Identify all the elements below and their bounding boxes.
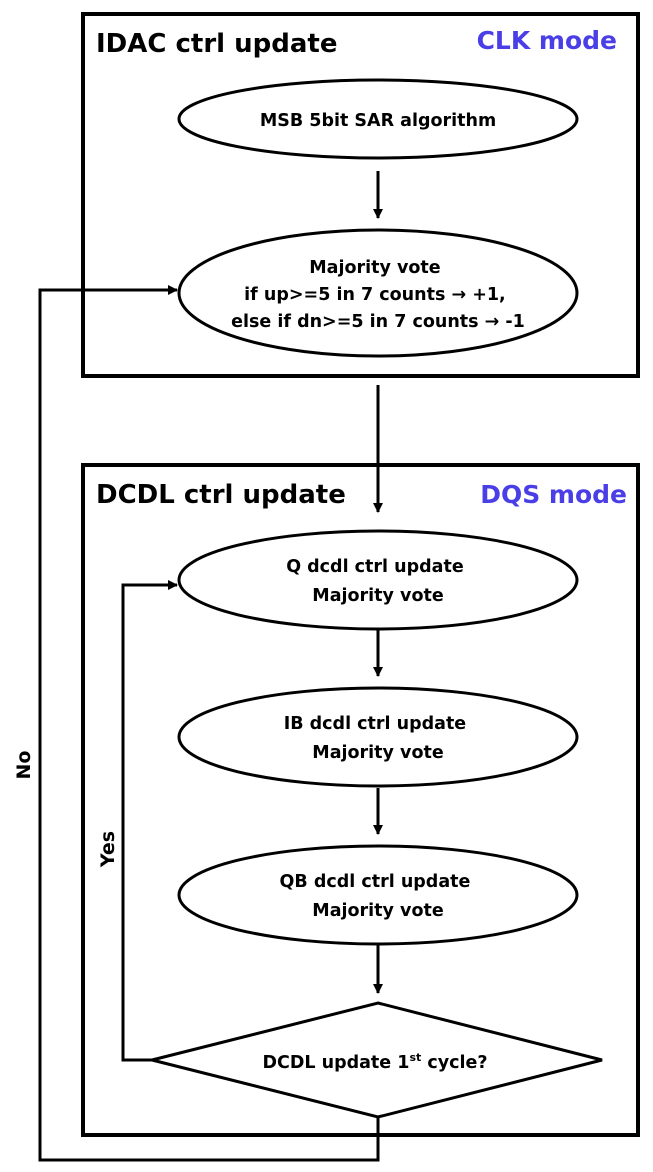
decision-text-superscript: st [409,1051,421,1064]
majority-vote-line-2: if up>=5 in 7 counts → +1, [244,285,506,305]
idac-box-title: IDAC ctrl update [96,29,337,59]
majority-vote-node [177,228,579,358]
no-loop-connector [38,285,380,1162]
clk-mode-label: CLK mode [477,26,617,55]
ib-dcdl-line-1: IB dcdl ctrl update [284,714,467,734]
msb-sar-node [177,78,579,160]
idac-ctrl-update-box [81,12,640,378]
decision-text-tail: cycle? [421,1053,487,1073]
q-dcdl-line-2: Majority vote [312,586,444,606]
decision-text: DCDL update 1st cycle? [262,1051,487,1073]
decision-text-main: DCDL update 1 [262,1053,409,1073]
qb-dcdl-text: QB dcdl ctrl update Majority vote [280,872,477,921]
majority-vote-text: Majority vote if up>=5 in 7 counts → +1,… [231,258,525,332]
msb-sar-line: MSB 5bit SAR algorithm [260,111,496,131]
yes-label: Yes [97,831,119,868]
qb-dcdl-line-1: QB dcdl ctrl update [280,872,471,892]
ib-dcdl-text: IB dcdl ctrl update Majority vote [284,714,473,763]
ib-dcdl-line-2: Majority vote [312,743,444,763]
decision-diamond [151,1001,603,1119]
q-dcdl-node [177,529,579,631]
msb-sar-text: MSB 5bit SAR algorithm [260,111,496,131]
majority-vote-line-1: Majority vote [309,258,441,278]
q-dcdl-text: Q dcdl ctrl update Majority vote [286,557,470,606]
majority-vote-line-3: else if dn>=5 in 7 counts → -1 [231,312,525,332]
no-label: No [13,751,35,780]
ib-dcdl-node [177,686,579,788]
dqs-mode-label: DQS mode [480,480,627,509]
q-dcdl-line-1: Q dcdl ctrl update [286,557,464,577]
qb-dcdl-line-2: Majority vote [312,901,444,921]
qb-dcdl-node [177,844,579,946]
dcdl-ctrl-update-box [81,463,640,1137]
yes-loop-connector [121,580,178,1062]
dcdl-box-title: DCDL ctrl update [96,480,346,510]
